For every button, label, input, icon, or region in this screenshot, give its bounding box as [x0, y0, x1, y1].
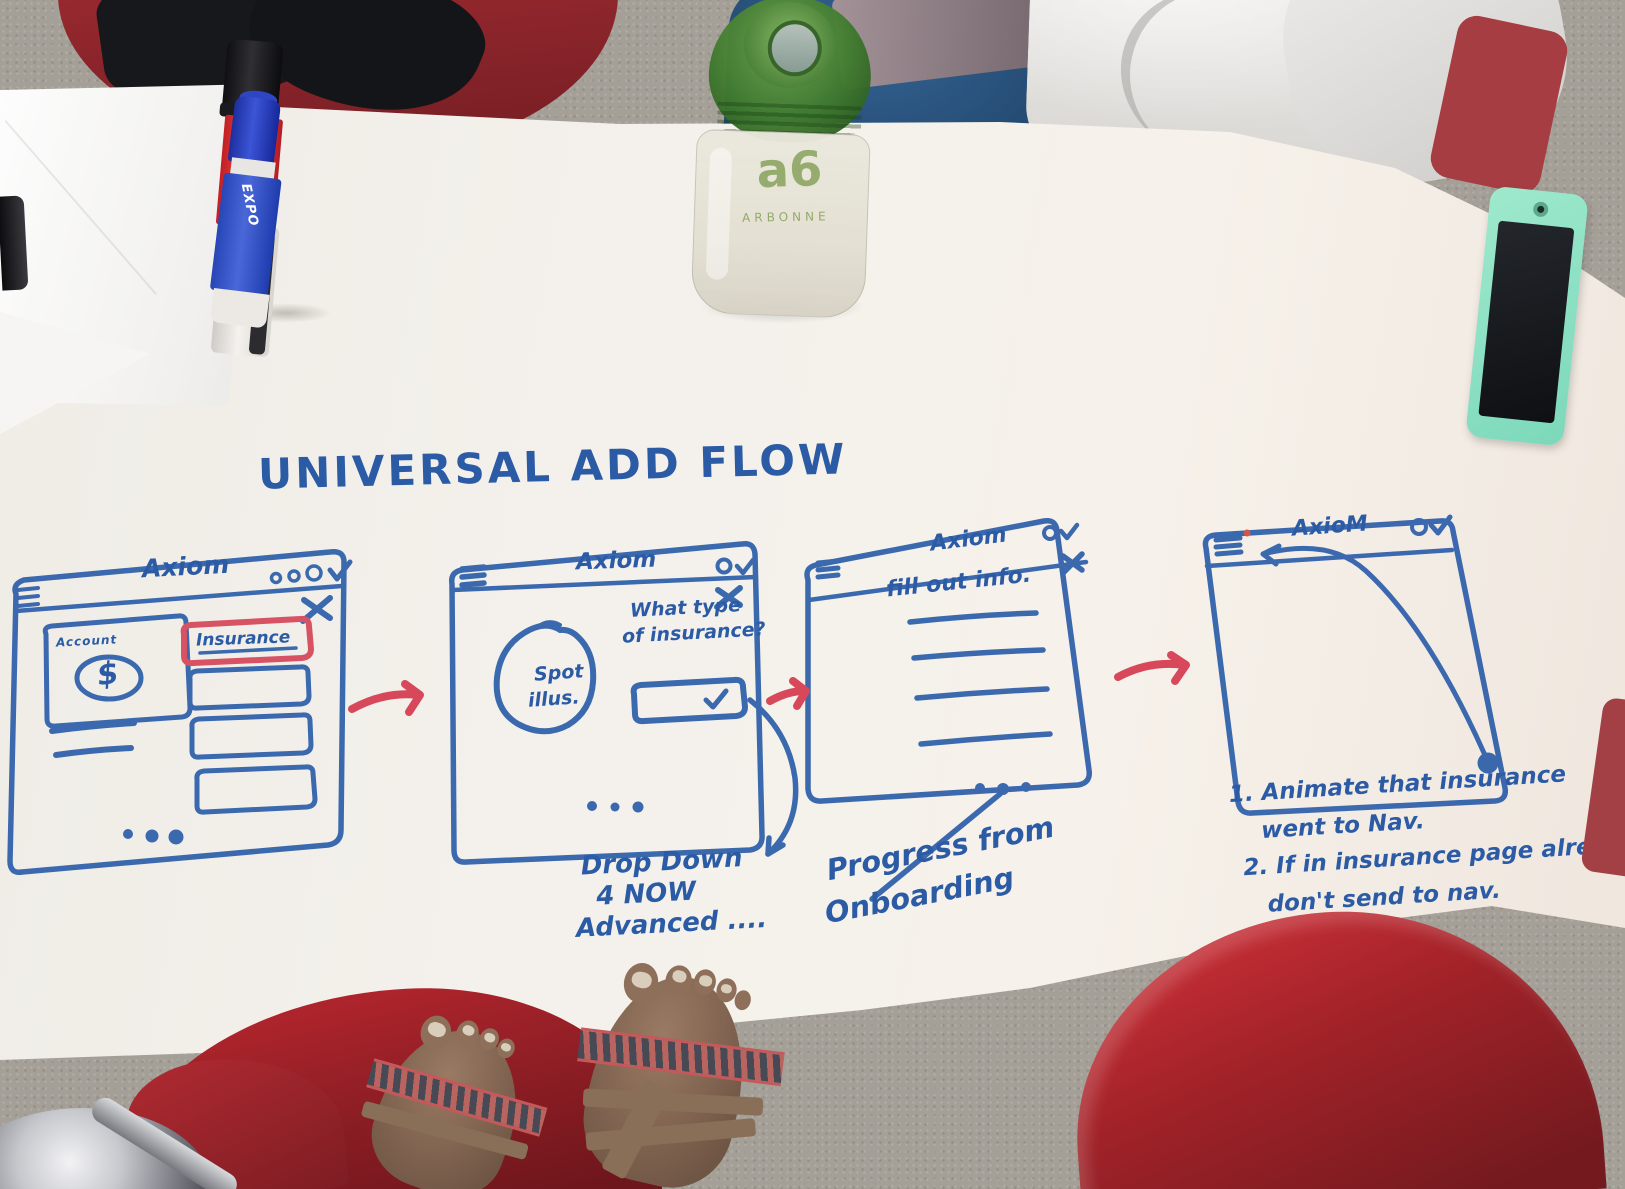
ellipsis-dots-icon: [123, 829, 184, 845]
curved-arrow-icon: [747, 697, 799, 857]
marker-cap: [227, 95, 282, 167]
spot-illustration-blob: [493, 620, 597, 735]
form-lines: [907, 610, 1053, 747]
insurance-chip-outline: [180, 615, 314, 667]
wireframe-4-frame: [1202, 518, 1509, 816]
wf1-app-title: Axiom: [141, 549, 230, 584]
check-icon: [734, 557, 756, 576]
water-bottle: a6 ARBONNE: [682, 0, 888, 323]
wf2-spot-line1: Spot: [533, 660, 585, 686]
wireframe-3-frame: [804, 517, 1093, 804]
window-dots-icon: [269, 564, 323, 585]
menu-icon: [815, 558, 841, 580]
check-icon: [1428, 514, 1453, 536]
check-icon: [1058, 522, 1080, 541]
marker-body-bottom: [209, 288, 270, 329]
curved-arrow-to-menu: [1260, 543, 1499, 774]
window-dot-icon: [1042, 525, 1058, 541]
arrow-right-icon: [348, 680, 424, 716]
wf4-app-title: AxioM: [1291, 511, 1369, 542]
menu-icon: [16, 586, 40, 608]
callout-line: 4 NOW: [595, 876, 697, 912]
wf1-chip-label: Insurance: [195, 627, 291, 651]
menu-icon: [1213, 535, 1244, 557]
notification-dot: [1243, 529, 1251, 537]
arrow-right-icon: [1114, 651, 1190, 685]
text-lines: [49, 720, 137, 758]
arbonne-brand-text: ARBONNE: [741, 209, 830, 225]
wireframe-2-frame: [448, 540, 765, 865]
dollar-circle-icon: [74, 654, 144, 702]
check-icon: [703, 688, 729, 710]
dropdown-box: [630, 676, 748, 725]
arrow-right-icon: [766, 677, 810, 710]
wf2-spot-line2: illus.: [527, 686, 581, 712]
item-dot: [1477, 752, 1499, 774]
list-item-boxes: [187, 664, 318, 815]
close-icon: [714, 585, 743, 610]
arbonne-logo: a6: [755, 141, 824, 200]
window-dot-icon: [715, 557, 733, 575]
check-icon: [327, 559, 353, 582]
callout-pointer-line: [869, 791, 1003, 902]
wf2-app-title: Axiom: [575, 546, 657, 576]
window-dot-icon: [1410, 518, 1428, 536]
close-icon: [1060, 551, 1085, 576]
wireframe-1-frame: [7, 548, 347, 876]
ellipsis-dots-icon: [587, 801, 644, 813]
menu-icon: [459, 564, 487, 588]
black-object-edge: [0, 195, 29, 291]
